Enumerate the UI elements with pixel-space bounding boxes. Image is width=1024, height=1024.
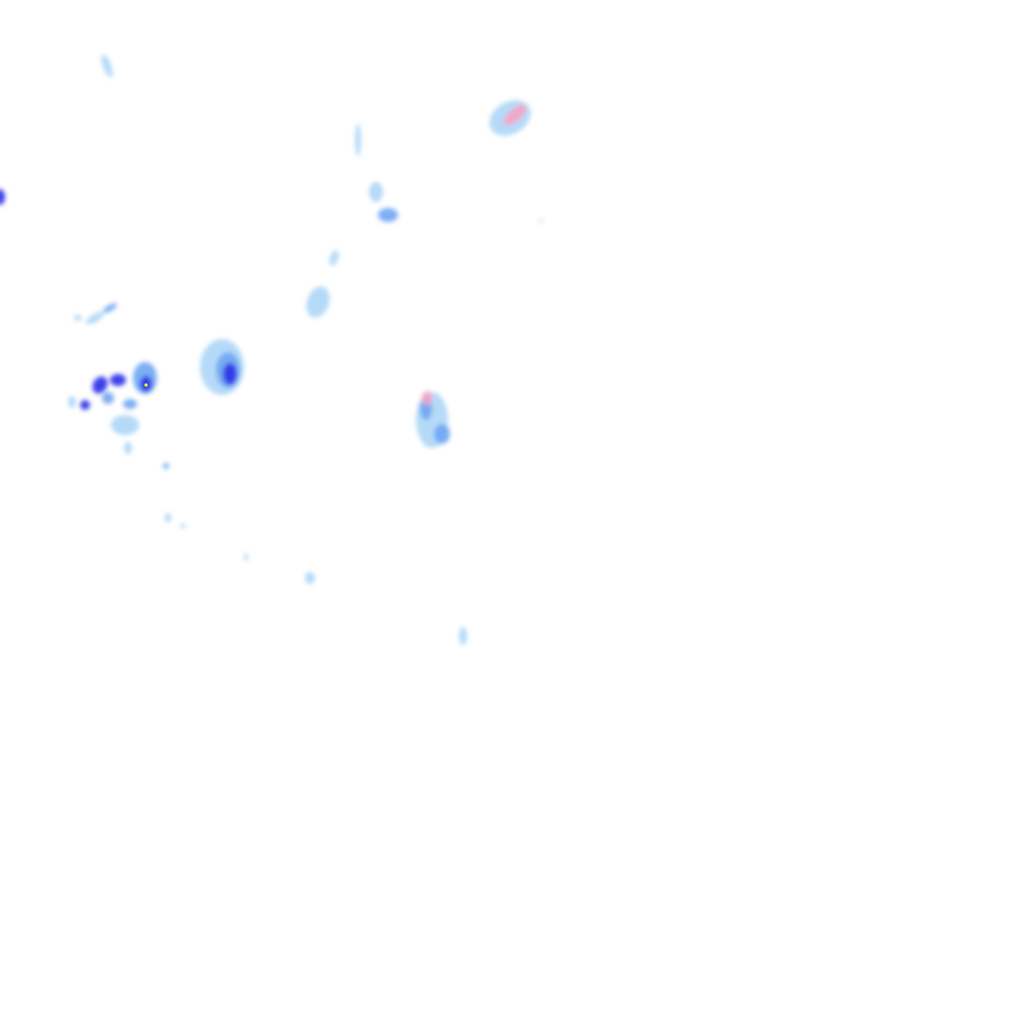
precipitation-cell-moderate [123, 399, 137, 409]
precipitation-cell-light [244, 553, 248, 561]
precipitation-cell-heavy [92, 376, 108, 394]
precipitation-cell-moderate [434, 424, 450, 444]
precipitation-cell-moderate [163, 463, 169, 469]
precipitation-cell-light [539, 219, 543, 223]
precipitation-cell-light [68, 396, 76, 408]
precipitation-cell-light [329, 250, 339, 266]
precipitation-cell-moderate [102, 303, 118, 313]
precipitation-cell-heavy [80, 400, 90, 410]
precipitation-cell-light [74, 315, 82, 321]
precipitation-cell-light [459, 627, 467, 645]
precipitation-cell-light [180, 524, 186, 528]
precipitation-cell-light [86, 311, 104, 325]
precipitation-cell-light [101, 54, 113, 78]
precipitation-cell-light [165, 513, 171, 523]
precipitation-cell-heavy [223, 363, 237, 385]
precipitation-cell-moderate [378, 208, 398, 222]
precipitation-cell-mixed [503, 104, 527, 126]
precipitation-cell-light [111, 415, 139, 435]
precipitation-cell-light [305, 572, 315, 584]
precipitation-cell-light [124, 442, 132, 454]
precipitation-cell-mixed [422, 391, 432, 405]
precipitation-cell-heavy [0, 189, 5, 205]
precipitation-cell-light [369, 182, 383, 202]
precipitation-cell-light [306, 286, 330, 318]
precipitation-peak [144, 383, 148, 387]
precipitation-cell-heavy [110, 374, 126, 386]
precipitation-cell-light [355, 124, 361, 156]
precipitation-cell-moderate [102, 392, 114, 404]
